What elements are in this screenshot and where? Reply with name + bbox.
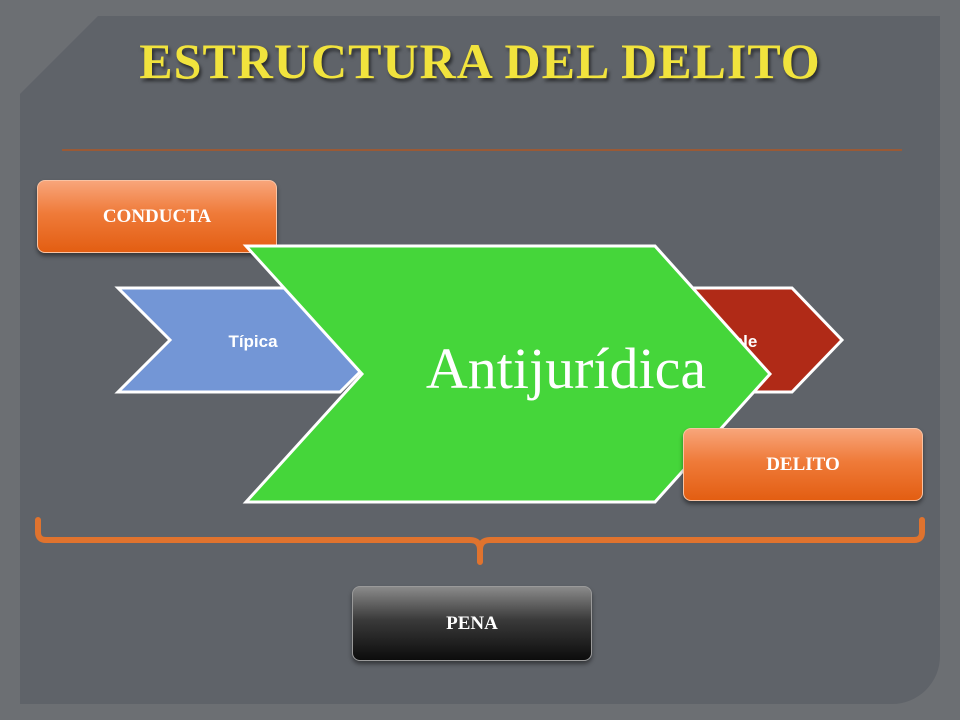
- slide-title: ESTRUCTURA DEL DELITO: [139, 33, 821, 89]
- title-divider: [62, 149, 902, 151]
- delito-box: DELITO: [683, 428, 923, 501]
- chevron-tipica-label: Típica: [228, 332, 278, 351]
- chevron-antijuridica: Antijurídica: [242, 244, 773, 504]
- chevron-antijuridica-label: Antijurídica: [426, 336, 706, 401]
- pena-box: PENA: [352, 586, 592, 661]
- conducta-box: CONDUCTA: [37, 180, 277, 253]
- brace: [35, 517, 925, 565]
